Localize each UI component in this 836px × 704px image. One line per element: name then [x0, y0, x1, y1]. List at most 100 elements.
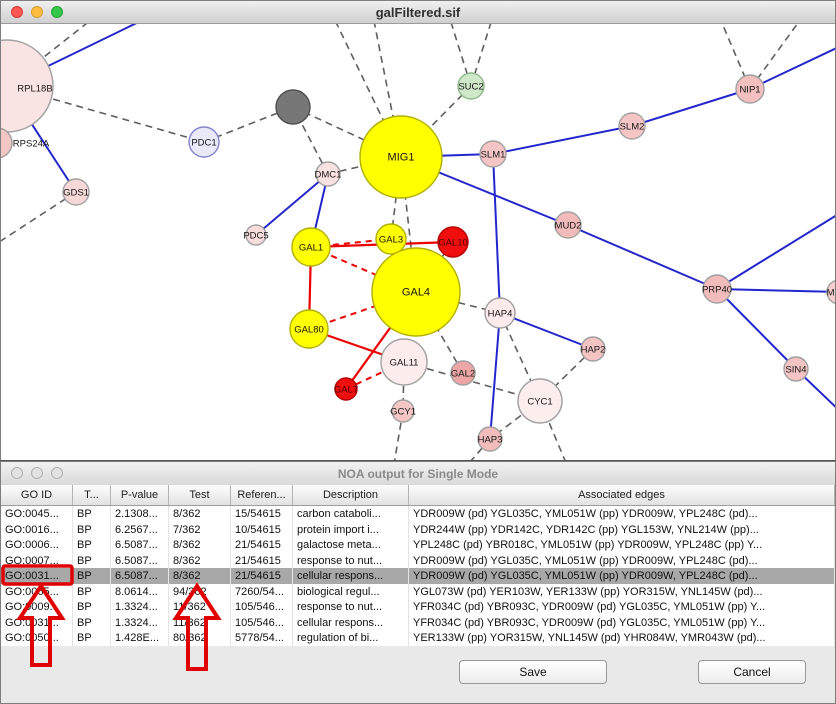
node-CYC1[interactable] [517, 378, 563, 424]
node-HAP2[interactable] [580, 336, 606, 362]
column-header-p-value[interactable]: P-value [111, 485, 169, 505]
node-MIG1[interactable] [359, 115, 443, 199]
column-header-go-id[interactable]: GO ID [1, 485, 73, 505]
edge-blue[interactable] [716, 288, 797, 370]
edge-blue[interactable] [489, 312, 501, 440]
node-SLM1[interactable] [479, 140, 507, 168]
cell-r5-c3: 94/362 [169, 583, 231, 599]
column-header-t-[interactable]: T... [73, 485, 111, 505]
edge-dash[interactable] [6, 85, 205, 143]
node-PDC5[interactable] [245, 224, 267, 246]
node-NIP1[interactable] [735, 74, 765, 104]
node-MSL1[interactable] [826, 279, 835, 305]
edge-blue[interactable] [631, 88, 751, 127]
node-RPS24A[interactable] [1, 127, 13, 159]
cell-r3-c4: 21/54615 [231, 552, 293, 568]
save-button[interactable]: Save [459, 660, 607, 684]
zoom-button[interactable] [51, 6, 63, 18]
node-PDC1[interactable] [188, 126, 220, 158]
column-header-referen-[interactable]: Referen... [231, 485, 293, 505]
node-HAP4[interactable] [484, 297, 516, 329]
node-GAL80[interactable] [289, 309, 329, 349]
node-SIN4[interactable] [783, 356, 809, 382]
edge-blue[interactable] [492, 153, 501, 314]
close-button[interactable] [11, 6, 23, 18]
edge-dash[interactable] [393, 410, 404, 460]
zoom-button[interactable] [51, 467, 63, 479]
column-header-description[interactable]: Description [293, 485, 409, 505]
cancel-button[interactable]: Cancel [698, 660, 806, 684]
node-GAL3[interactable] [375, 223, 407, 255]
node-label-SLM1: SLM1 [481, 150, 506, 161]
cell-r1-c1: BP [73, 521, 111, 537]
cell-r3-c6: YDR009W (pd) YGL035C, YML051W (pp) YDR00… [409, 552, 835, 568]
cell-r5-c4: 7260/54... [231, 583, 293, 599]
edge-reddash[interactable] [310, 246, 417, 293]
column-header-associated-edges[interactable]: Associated edges [409, 485, 835, 505]
titlebar-galfiltered[interactable]: galFiltered.sif [1, 1, 835, 24]
cell-r6-c1: BP [73, 599, 111, 615]
node-GAL11[interactable] [380, 338, 428, 386]
cell-r7-c0: GO:0031... [1, 614, 73, 630]
cell-r4-c3: 8/362 [169, 568, 231, 584]
node-DMC1[interactable] [315, 161, 341, 187]
node-label-GAL3: GAL3 [379, 235, 403, 246]
cell-r1-c4: 10/54615 [231, 521, 293, 537]
cell-r1-c3: 7/362 [169, 521, 231, 537]
node-label-SLM2: SLM2 [620, 122, 645, 133]
node-GAL2[interactable] [450, 360, 476, 386]
node-MUD2[interactable] [554, 211, 582, 239]
node-label-MUD2: MUD2 [555, 221, 582, 232]
cell-r0-c6: YDR009W (pd) YGL035C, YML051W (pp) YDR00… [409, 506, 835, 522]
minimize-button[interactable] [31, 467, 43, 479]
edge-dash[interactable] [203, 106, 294, 143]
edge-blue[interactable] [716, 288, 835, 293]
edge-dash[interactable] [749, 24, 803, 90]
edge-blue[interactable] [716, 210, 835, 290]
cell-r4-c2: 6.5087... [111, 568, 169, 584]
cell-r2-c5: galactose meta... [293, 537, 409, 553]
cell-r4-c0: GO:0031... [1, 568, 73, 584]
column-header-test[interactable]: Test [169, 485, 231, 505]
node-GCY1[interactable] [391, 399, 415, 423]
node-GDS1[interactable] [62, 178, 90, 206]
node-PRP40[interactable] [702, 274, 732, 304]
edge-blue[interactable] [499, 312, 594, 350]
edge-blue[interactable] [492, 125, 633, 155]
cell-r3-c0: GO:0007... [1, 552, 73, 568]
edge-dash[interactable] [1, 191, 77, 246]
minimize-button[interactable] [31, 6, 43, 18]
close-button[interactable] [11, 467, 23, 479]
cell-r0-c4: 15/54615 [231, 506, 293, 522]
node-SUC2[interactable] [457, 72, 485, 100]
node-GAL4[interactable] [371, 247, 461, 337]
node-GAL10[interactable] [437, 226, 469, 258]
node-label-GCY1: GCY1 [390, 407, 416, 418]
node-GAL7[interactable] [334, 377, 358, 401]
cell-r4-c5: cellular respons... [293, 568, 409, 584]
node-SLM2[interactable] [618, 112, 646, 140]
edge-dash[interactable] [499, 312, 541, 402]
node-unlabeled[interactable] [275, 89, 311, 125]
titlebar-noa[interactable]: NOA output for Single Mode [1, 462, 835, 486]
edge-dash[interactable] [400, 85, 472, 158]
cell-r7-c5: cellular respons... [293, 614, 409, 630]
node-HAP3[interactable] [477, 426, 503, 452]
node-GAL1[interactable] [291, 227, 331, 267]
edge-blue[interactable] [749, 44, 835, 90]
edge-blue[interactable] [567, 224, 718, 290]
cell-r6-c0: GO:0009... [1, 599, 73, 615]
edge-reddash[interactable] [308, 291, 417, 330]
edge-blue[interactable] [255, 173, 329, 236]
node-label-GAL7: GAL7 [334, 385, 358, 396]
